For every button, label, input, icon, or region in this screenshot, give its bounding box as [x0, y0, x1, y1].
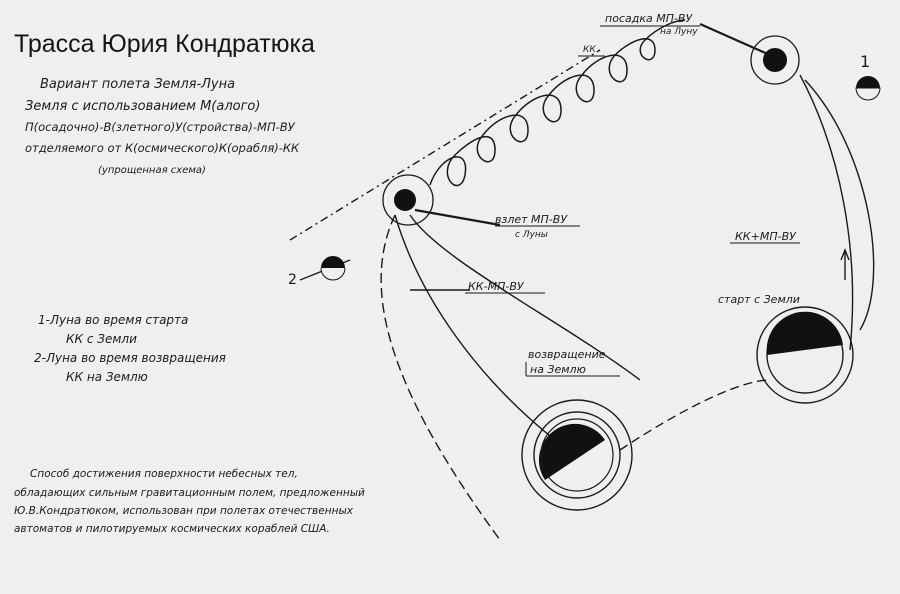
- return-trajectory: [394, 214, 556, 441]
- label-moon-2: 2: [288, 272, 297, 288]
- moon-landing: [750, 35, 800, 85]
- legend-line: КК с Земли: [66, 332, 137, 346]
- label-landing: посадка МП-ВУ: [605, 12, 693, 25]
- label-kk-plus: КК+МП-ВУ: [735, 230, 797, 243]
- landing-pointer: [699, 22, 771, 57]
- label-takeoff: взлет МП-ВУ: [495, 213, 568, 226]
- moon-2: [320, 256, 346, 281]
- legend-line: 2-Луна во время возвращения: [34, 351, 226, 365]
- outbound-trajectory: [799, 74, 854, 351]
- diagram-labels: посадка МП-ВУ на Луну КК взлет МП-ВУ с Л…: [288, 12, 870, 376]
- takeoff-pointer: [414, 208, 501, 227]
- subtitle-line: П(осадочно)-В(злетного)У(стройства)-МП-В…: [25, 120, 296, 134]
- label-kk: КК: [583, 45, 596, 55]
- trajectories: [289, 22, 875, 541]
- label-return: возвращение: [528, 348, 606, 361]
- subtitle: Вариант полета Земля-Луна Земля с исполь…: [25, 77, 300, 176]
- diagram-title: Трасса Юрия Кондратюка: [14, 30, 315, 58]
- label-return: на Землю: [530, 363, 586, 376]
- subtitle-line: отделяемого от К(осмического)К(орабля)-К…: [25, 141, 300, 155]
- legend: 1-Луна во время старта КК с Земли 2-Луна…: [34, 313, 226, 384]
- subtitle-line: Вариант полета Земля-Луна: [40, 77, 235, 92]
- spiral-trajectory: [429, 19, 686, 187]
- label-underlines: [465, 25, 800, 377]
- legend-line: 1-Луна во время старта: [38, 313, 188, 327]
- arrow-head: [840, 248, 850, 261]
- note-line: Ю.В.Кондратюком, использован при полетах…: [14, 505, 354, 517]
- return-dashed: [380, 214, 501, 541]
- earth-start: [756, 306, 854, 404]
- label-landing: на Луну: [660, 27, 698, 37]
- earth-return: [521, 399, 633, 511]
- footer-note: Способ достижения поверхности небесных т…: [14, 468, 365, 535]
- note-line: обладающих сильным гравитационным полем,…: [14, 487, 365, 499]
- return-curve-2: [409, 214, 641, 381]
- note-line: автоматов и пилотируемых космических кор…: [14, 523, 330, 535]
- parking-orbit-dash: [619, 379, 771, 451]
- label-start: старт с Земли: [718, 293, 800, 306]
- moon-approach-curve: [804, 79, 875, 331]
- subtitle-line: (упрощенная схема): [98, 165, 206, 176]
- legend-line: КК на Землю: [66, 370, 148, 384]
- moon-takeoff: [382, 174, 434, 226]
- subtitle-line: Земля с использованием М(алого): [25, 99, 260, 114]
- label-kk-minus: КК-МП-ВУ: [468, 280, 525, 293]
- moon-orbit-line: [289, 49, 601, 241]
- moon-1: [855, 76, 881, 101]
- label-takeoff: с Луны: [515, 230, 548, 240]
- note-line: Способ достижения поверхности небесных т…: [30, 468, 298, 480]
- label-moon-1: 1: [860, 52, 870, 71]
